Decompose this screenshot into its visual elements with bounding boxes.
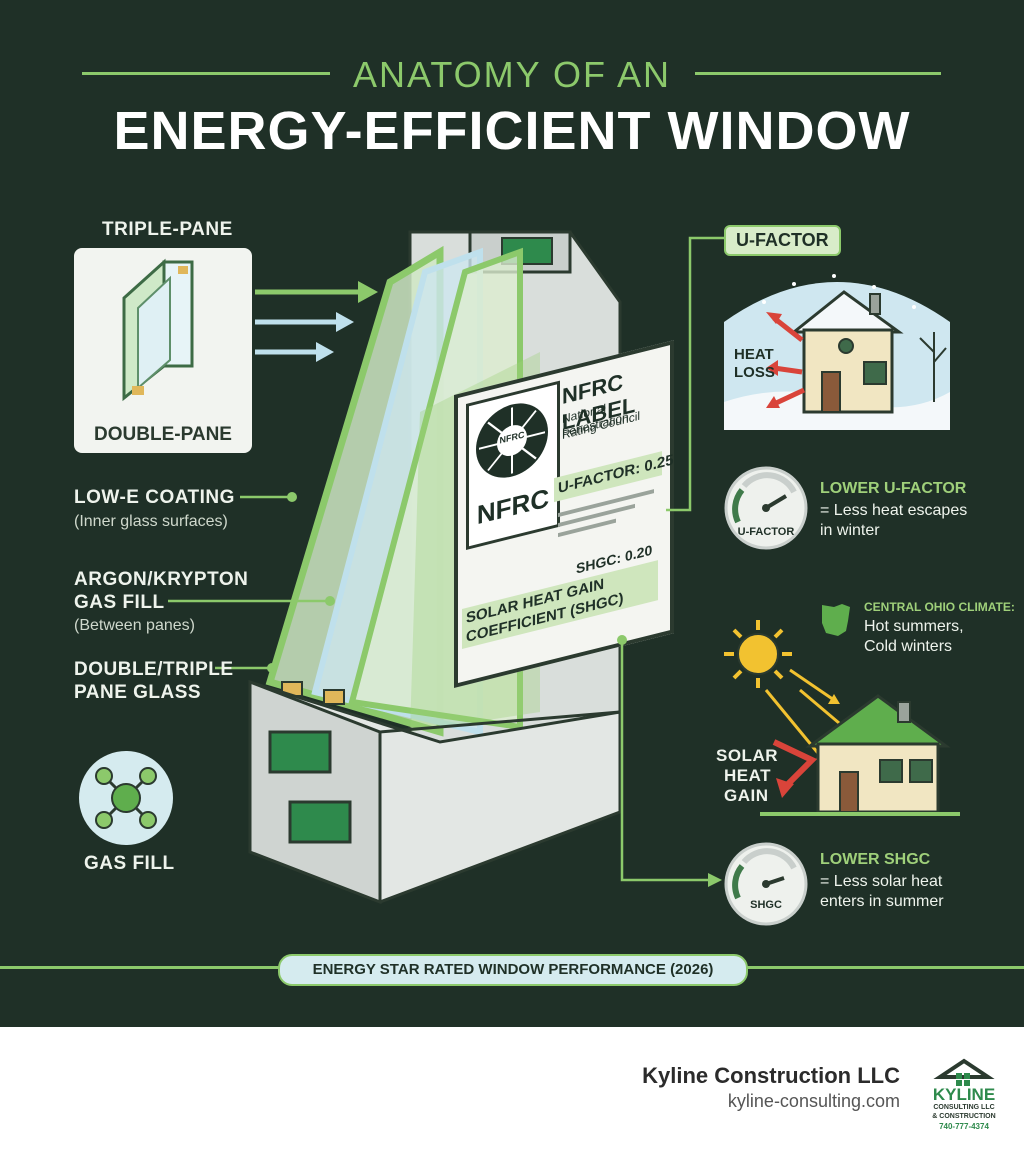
house-solar-gain-illustration [760, 668, 960, 816]
sun-icon [724, 620, 792, 688]
lower-shgc-desc-2: enters in summer [820, 893, 944, 910]
climate-title: CENTRAL OHIO CLIMATE: [864, 600, 1015, 614]
logo-phone: 740-777-4374 [939, 1122, 989, 1131]
solar-heat-gain-1: SOLAR [716, 746, 778, 765]
logo-name: KYLINE [932, 1085, 996, 1104]
company-url[interactable]: kyline-consulting.com [727, 1091, 900, 1111]
double-pane-label: DOUBLE-PANE [94, 424, 232, 445]
gas-fill-sub: (Between panes) [74, 617, 195, 634]
ufactor-gauge-icon [724, 466, 808, 550]
solar-heat-gain-2: HEAT [724, 766, 772, 785]
climate-line-1: Hot summers, [864, 618, 964, 635]
gas-fill-title-1: ARGON/KRYPTON [74, 569, 249, 590]
title-line-2: ENERGY-EFFICIENT WINDOW [113, 101, 911, 161]
connector-lines [168, 236, 724, 887]
heat-loss-label-2: LOSS [734, 364, 775, 381]
lower-shgc-title: LOWER SHGC [820, 851, 931, 868]
climate-line-2: Cold winters [864, 638, 953, 655]
nfrc-starburst-icon [476, 403, 548, 478]
logo-sub-2: & CONSTRUCTION [932, 1113, 996, 1120]
ohio-map-icon [822, 604, 850, 636]
gas-fill-icon-label: GAS FILL [84, 853, 175, 874]
house-heat-loss-illustration [724, 274, 950, 430]
lower-ufactor-desc-2: in winter [820, 522, 880, 539]
pane-glass-title-2: PANE GLASS [74, 682, 202, 703]
solar-heat-gain-3: GAIN [724, 786, 769, 805]
nfrc-logo-block: NFRC NFRC [466, 380, 560, 551]
ufactor-gauge-label: U-FACTOR [737, 526, 795, 538]
infographic-poster: ANATOMY OF AN ENERGY-EFFICIENT WINDOW TR… [0, 0, 1024, 1027]
pane-glass-title-1: DOUBLE/TRIPLE [74, 659, 234, 680]
company-name: Kyline Construction LLC [642, 1063, 900, 1088]
lower-shgc-desc-1: = Less solar heat [820, 873, 943, 890]
nfrc-label-card: NFRC NFRC NFRC LABEL National Fenestrati… [454, 340, 674, 688]
shgc-gauge-icon [724, 842, 808, 926]
lower-ufactor-title: LOWER U-FACTOR [820, 480, 967, 497]
lower-ufactor-desc-1: = Less heat escapes [820, 502, 968, 519]
energy-star-banner: ENERGY STAR RATED WINDOW PERFORMANCE (20… [278, 954, 748, 986]
triple-pane-label: TRIPLE-PANE [102, 219, 233, 240]
glass-unit-icon [122, 258, 194, 402]
molecule-icon [79, 751, 173, 845]
ufactor-tag: U-FACTOR [724, 225, 841, 256]
footer: Kyline Construction LLC kyline-consultin… [0, 1027, 1024, 1154]
lowe-coating-sub: (Inner glass surfaces) [74, 513, 228, 530]
lowe-coating-title: LOW-E COATING [74, 487, 235, 508]
title-line-1: ANATOMY OF AN [352, 54, 672, 95]
title-rule-left [82, 72, 330, 75]
gas-fill-title-2: GAS FILL [74, 592, 165, 613]
house-logo-icon [933, 1058, 995, 1086]
pane-arrows [255, 281, 378, 362]
heat-loss-label-1: HEAT [734, 346, 774, 363]
title-rule-right [695, 72, 941, 75]
logo-sub-1: CONSULTING LLC [933, 1104, 995, 1111]
shgc-gauge-label: SHGC [750, 899, 782, 911]
